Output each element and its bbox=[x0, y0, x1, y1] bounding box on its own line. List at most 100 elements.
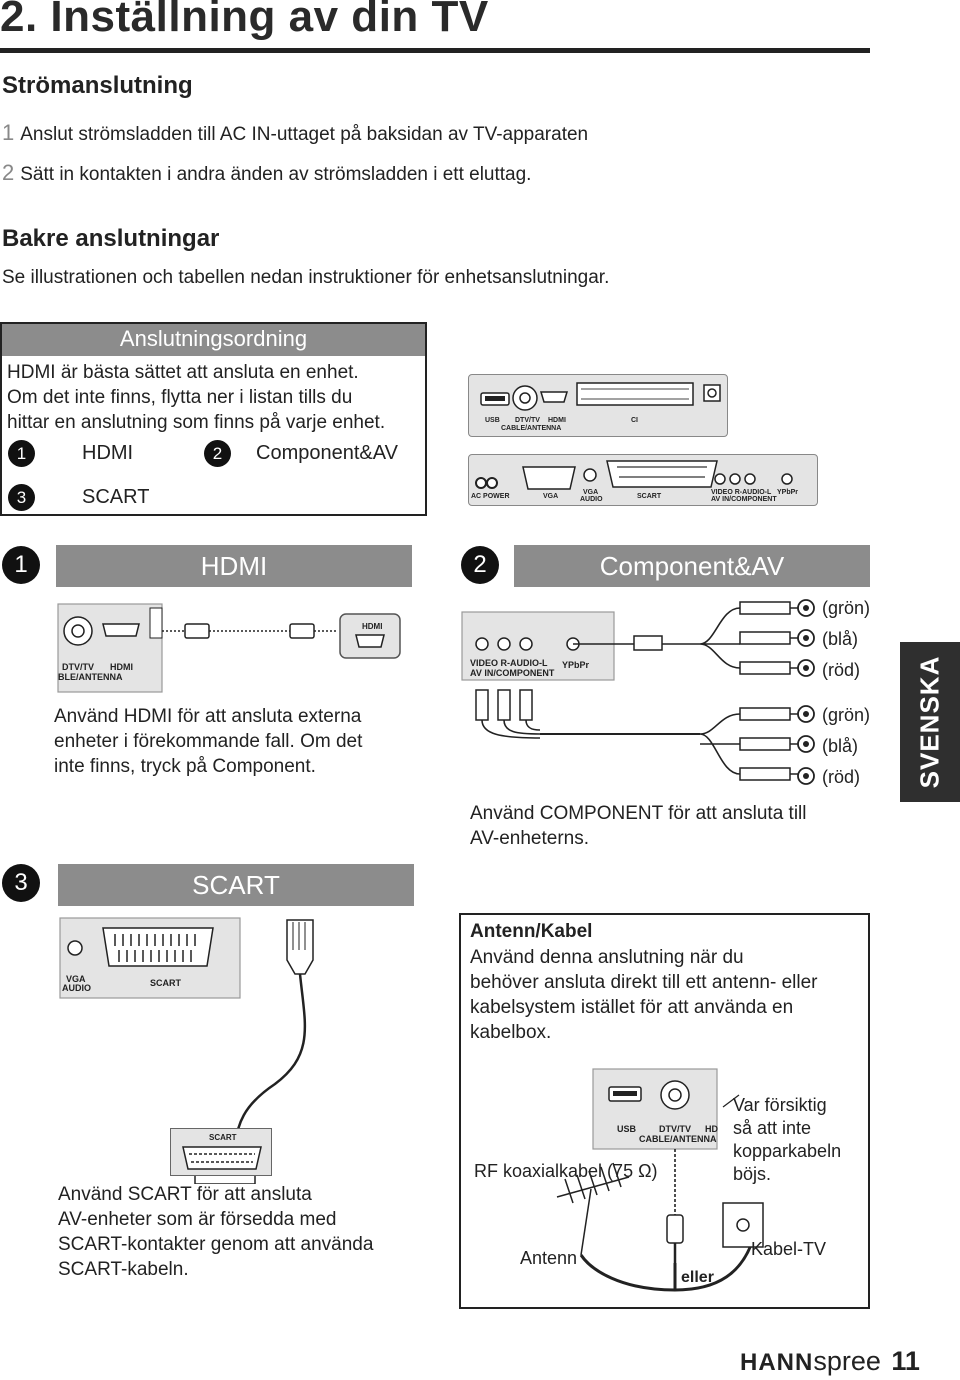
rear-scart-label: SCART bbox=[637, 493, 662, 500]
rear-panel-bottom-ports bbox=[475, 460, 793, 490]
page-number: 11 bbox=[891, 1346, 920, 1376]
rear-vga-audio-label-1: VGA bbox=[583, 489, 599, 496]
component-color-green-bottom: (grön) bbox=[822, 705, 871, 725]
hdmi-panel-dtv-label: DTV/TV bbox=[62, 662, 95, 672]
scart-text-2: AV-enheter som är försedda med bbox=[58, 1209, 337, 1230]
section-scart-number: 3 bbox=[2, 864, 40, 902]
order-box: Anslutningsordning HDMI är bästa sättet … bbox=[0, 322, 427, 516]
language-side-tab-text: SVENSKA bbox=[914, 655, 945, 789]
antenna-panel-dtv-label: DTV/TV bbox=[659, 1124, 692, 1134]
section-hdmi-title: HDMI bbox=[56, 545, 412, 587]
step-text: Anslut strömsladden till AC IN-uttaget p… bbox=[20, 124, 589, 145]
section-component-title: Component&AV bbox=[514, 545, 870, 587]
order-box-line-3: hittar en anslutning som finns på varje … bbox=[7, 412, 386, 433]
scart-panel-scart-label: SCART bbox=[150, 978, 181, 988]
scart-device-label: SCART bbox=[209, 1133, 237, 1142]
rear-video-label-1: VIDEO R-AUDIO-L bbox=[711, 489, 772, 496]
section-component-number: 2 bbox=[461, 546, 499, 584]
component-text-1: Använd COMPONENT för att ansluta till bbox=[470, 803, 807, 824]
caution-line-1: Var försiktig bbox=[733, 1095, 827, 1115]
rear-intro: Se illustrationen och tabellen nedan ins… bbox=[2, 267, 610, 288]
order-num-1: 1 bbox=[8, 440, 35, 467]
page-title: 2. Inställning av din TV bbox=[0, 0, 489, 41]
order-box-title: Anslutningsordning bbox=[2, 324, 425, 356]
order-box-line-2: Om det inte finns, flytta ner i listan t… bbox=[7, 387, 353, 408]
hdmi-diagram bbox=[57, 603, 401, 693]
scart-device-port bbox=[182, 1146, 262, 1170]
antenna-panel-usb-label: USB bbox=[617, 1124, 637, 1134]
or-label: eller bbox=[681, 1269, 714, 1286]
section-component-title-text: Component&AV bbox=[599, 551, 785, 581]
rear-top-usb-label: USB bbox=[485, 417, 500, 424]
order-label-scart: SCART bbox=[82, 486, 150, 508]
section-scart-title: SCART bbox=[58, 864, 414, 906]
caution-line-2: så att inte bbox=[733, 1118, 812, 1138]
hdmi-device-label: HDMI bbox=[362, 622, 383, 631]
antenna-label: Antenn bbox=[520, 1248, 578, 1268]
hdmi-text-3: inte finns, tryck på Component. bbox=[54, 756, 316, 777]
step-text: Sätt in kontakten i andra änden av ström… bbox=[20, 164, 532, 185]
rear-top-ci-label: CI bbox=[631, 417, 638, 424]
scart-panel-vga-label-2: AUDIO bbox=[62, 983, 91, 993]
component-color-red-bottom: (röd) bbox=[822, 767, 861, 787]
brand-logo-bold: HANN bbox=[740, 1349, 814, 1376]
rear-ac-label: AC POWER bbox=[471, 493, 510, 500]
rear-video-label-2: AV IN/COMPONENT bbox=[711, 496, 777, 503]
rear-heading: Bakre anslutningar bbox=[2, 225, 220, 252]
rear-ypbpr-label: YPbPr bbox=[777, 489, 799, 496]
title-rule bbox=[0, 48, 870, 53]
scart-text-1: Använd SCART för att ansluta bbox=[58, 1184, 312, 1205]
order-label-hdmi: HDMI bbox=[82, 442, 134, 464]
antenna-panel-cable-label: CABLE/ANTENNA bbox=[639, 1134, 717, 1144]
footer-brand: HANNspree 11 bbox=[740, 1346, 920, 1377]
rear-panel-top-ports bbox=[480, 382, 721, 411]
antenna-box-title: Antenn/Kabel bbox=[470, 921, 593, 942]
antenna-text-4: kabelbox. bbox=[470, 1022, 552, 1043]
rear-vga-label: VGA bbox=[543, 493, 559, 500]
hdmi-text-1: Använd HDMI för att ansluta externa bbox=[54, 706, 362, 727]
rear-top-cable-label: CABLE/ANTENNA bbox=[501, 425, 562, 432]
hdmi-panel-cable-label: BLE/ANTENNA bbox=[58, 672, 123, 682]
section-hdmi-number: 1 bbox=[2, 546, 40, 584]
component-color-green-top: (grön) bbox=[822, 598, 871, 618]
scart-text-3: SCART-kontakter genom att använda bbox=[58, 1234, 374, 1255]
antenna-text-1: Använd denna anslutning när du bbox=[470, 947, 744, 968]
rear-vga-audio-label-2: AUDIO bbox=[580, 496, 603, 503]
step-number: 2 bbox=[2, 160, 15, 185]
caution-line-3: kopparkabeln bbox=[733, 1141, 842, 1161]
section-hdmi-title-text: HDMI bbox=[200, 551, 268, 581]
component-color-blue-top: (blå) bbox=[822, 629, 859, 649]
cable-tv-label: Kabel-TV bbox=[751, 1239, 827, 1259]
scart-diagram bbox=[59, 917, 314, 1184]
component-panel-video-label-1: VIDEO R-AUDIO-L bbox=[470, 658, 548, 668]
scart-text-4: SCART-kabeln. bbox=[58, 1259, 189, 1280]
component-panel-video-label-2: AV IN/COMPONENT bbox=[470, 668, 555, 678]
antenna-box: Antenn/Kabel Använd denna anslutning när… bbox=[459, 913, 870, 1309]
power-heading: Strömanslutning bbox=[2, 72, 193, 99]
component-panel-ypbpr-label: YPbPr bbox=[562, 660, 590, 670]
scart-device: SCART bbox=[170, 1128, 272, 1176]
brand-logo-light: spree bbox=[813, 1346, 881, 1376]
component-text-2: AV-enheterns. bbox=[470, 828, 590, 849]
scart-panel-vga-label-1: VGA bbox=[66, 974, 86, 984]
antenna-text-3: kabelsystem istället för att använda en bbox=[470, 997, 794, 1018]
rear-panel-top: USB DTV/TV CABLE/ANTENNA HDMI CI bbox=[468, 374, 728, 437]
step-number: 1 bbox=[2, 120, 15, 145]
caution-line-4: böjs. bbox=[733, 1164, 772, 1184]
rear-top-hdmi-label: HDMI bbox=[548, 417, 566, 424]
hdmi-panel-hdmi-label: HDMI bbox=[110, 662, 133, 672]
language-side-tab: SVENSKA bbox=[900, 642, 960, 802]
antenna-diagram bbox=[556, 1068, 764, 1292]
antenna-panel-hd-label: HD bbox=[705, 1124, 718, 1134]
component-color-red-top: (röd) bbox=[822, 660, 861, 680]
order-label-component: Component&AV bbox=[256, 442, 398, 464]
antenna-text-2: behöver ansluta direkt till ett antenn- … bbox=[470, 972, 818, 993]
rear-top-dtv-label: DTV/TV bbox=[515, 417, 540, 424]
hdmi-text-2: enheter i förekommande fall. Om det bbox=[54, 731, 363, 752]
order-num-3: 3 bbox=[8, 484, 35, 511]
section-scart-title-text: SCART bbox=[192, 870, 280, 900]
order-box-line-1: HDMI är bästa sättet att ansluta en enhe… bbox=[7, 362, 359, 383]
rf-cable-label: RF koaxialkabel (75 Ω) bbox=[474, 1161, 658, 1181]
